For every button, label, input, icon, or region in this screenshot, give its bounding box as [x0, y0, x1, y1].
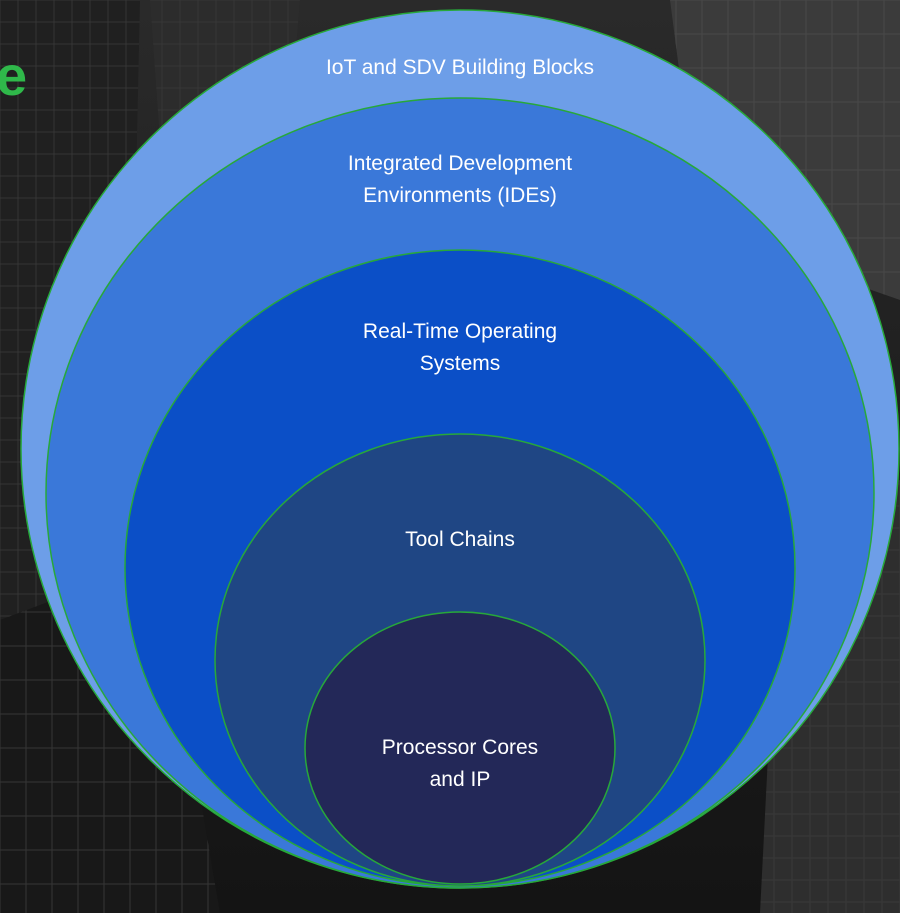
heading-fragment: e: [0, 44, 28, 107]
layer-label-line: Tool Chains: [405, 528, 515, 551]
layer-label-tool-chains: Tool Chains: [405, 524, 515, 556]
layer-label-line: Real-Time Operating: [362, 320, 558, 343]
layer-label-line: IoT and SDV Building Blocks: [325, 56, 595, 79]
layer-label-iot-sdv: IoT and SDV Building Blocks: [326, 52, 594, 84]
layer-label-line: and IP: [429, 768, 491, 791]
layer-circle-processor-cores: [304, 611, 616, 885]
layer-label-line: Environments (IDEs): [363, 184, 557, 207]
layer-label-processor-cores: Processor Cores and IP: [382, 732, 538, 796]
layer-label-line: Systems: [419, 352, 501, 375]
layer-label-line: Processor Cores: [381, 736, 539, 759]
layer-label-line: Integrated Development: [347, 152, 573, 175]
